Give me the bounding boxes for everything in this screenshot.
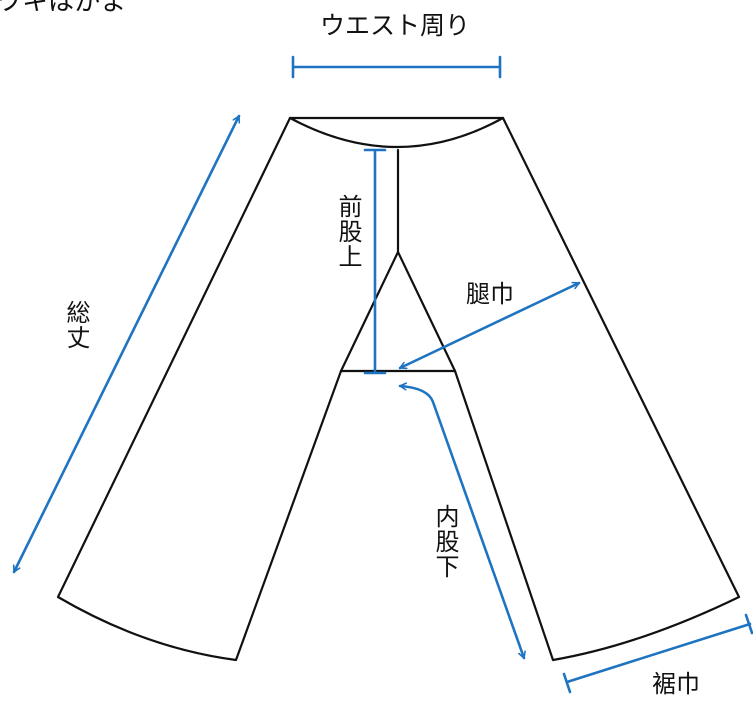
hem-width-label: 裾巾 bbox=[652, 670, 700, 698]
right-leg-outline bbox=[453, 116, 741, 662]
left-leg-outline bbox=[56, 116, 343, 662]
thigh-width-label: 腿巾 bbox=[466, 280, 514, 308]
thigh-width-arrow bbox=[398, 281, 581, 370]
waist-curve bbox=[288, 116, 505, 149]
title-fragment: ワキはかま bbox=[0, 0, 127, 17]
front-rise-measure-line bbox=[363, 148, 387, 375]
hem-width-measure-line bbox=[562, 613, 753, 694]
waist-measure-line bbox=[291, 55, 502, 79]
waist-label: ウエスト周り bbox=[320, 11, 471, 40]
total-length-label: 総丈 bbox=[62, 300, 90, 350]
pants-outline bbox=[56, 116, 741, 662]
total-length-arrow bbox=[12, 114, 241, 574]
inseam-arrow bbox=[398, 386, 524, 660]
inseam-label: 内股下 bbox=[431, 504, 459, 579]
measurement-lines bbox=[12, 55, 753, 694]
front-rise-label: 前股上 bbox=[334, 194, 362, 269]
